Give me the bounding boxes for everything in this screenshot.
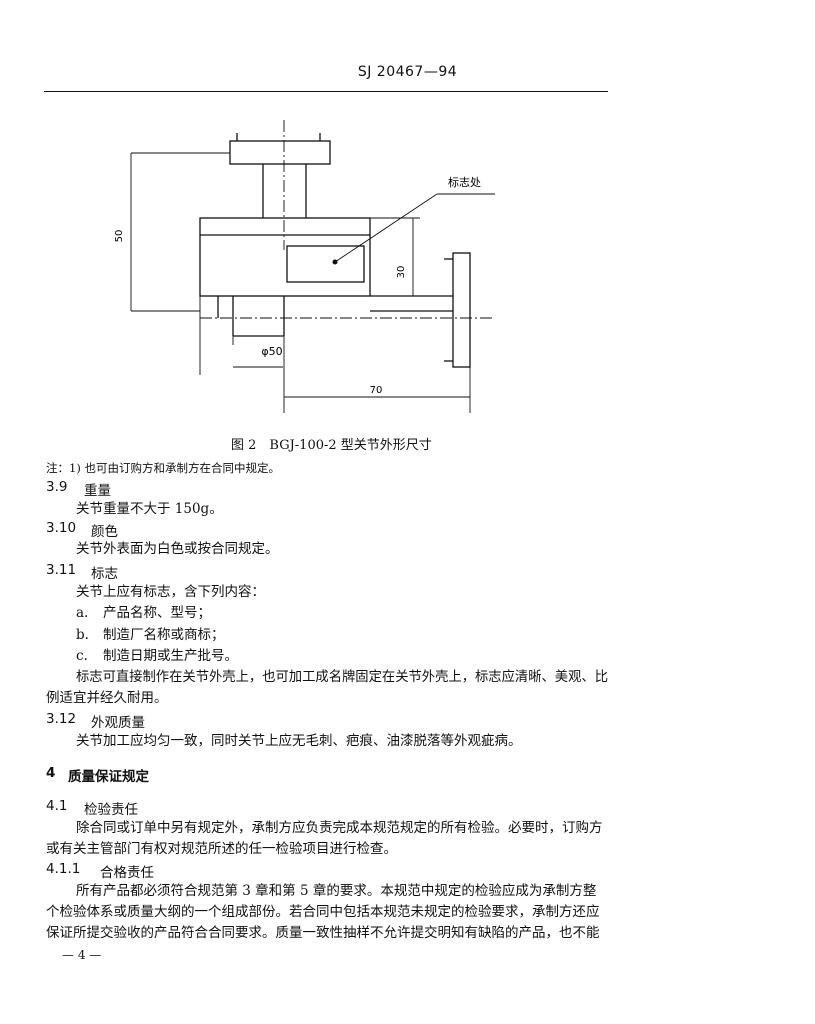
figure-note: 注：1) 也可由订购方和承制方在合同中规定。 [46, 461, 280, 475]
list-item-text: 产品名称、型号； [103, 605, 211, 621]
section-3-11-intro: 关节上应有标志，含下列内容： [76, 584, 265, 600]
mark-location-label: 标志处 [448, 175, 481, 189]
mark-leader [334, 193, 438, 263]
document-number: SJ 20467—94 [357, 64, 458, 80]
dim30-label: 30 [396, 266, 407, 279]
section-4-1-1-title: 合格责任 [100, 865, 154, 881]
main-body [199, 217, 371, 297]
section-3-12-title: 外观质量 [91, 715, 145, 731]
page-number: — 4 — [62, 948, 102, 962]
section-4-title: 质量保证规定 [68, 769, 149, 785]
section-3-11-number: 3.11 [46, 562, 77, 578]
list-item-text: 制造日期或生产批号。 [103, 648, 238, 664]
section-3-9-number: 3.9 [46, 479, 68, 495]
section-3-10-body: 关节外表面为白色或按合同规定。 [76, 541, 279, 557]
header-rule [44, 91, 608, 92]
mark-leader-dot [332, 259, 338, 265]
section-4-1-line: 除合同或订单中另有规定外，承制方应负责完成本规范规定的所有检验。必要时，订购方 [76, 820, 603, 836]
section-3-12-number: 3.12 [46, 711, 77, 727]
list-item-letter: c. [76, 648, 88, 664]
list-item-letter: b. [76, 627, 89, 643]
dim50-label: 50 [114, 230, 125, 243]
section-3-10-number: 3.10 [46, 520, 77, 536]
top-flange [229, 140, 331, 165]
section-4-1-1-number: 4.1.1 [46, 861, 81, 877]
section-3-11-title: 标志 [91, 566, 118, 582]
figure-caption: 图 2 BGJ-100-2 型关节外形尺寸 [231, 438, 432, 453]
dim-phi50-label: φ50 [261, 345, 282, 358]
mark-plate [286, 245, 365, 283]
section-3-10-title: 颜色 [91, 524, 118, 540]
section-4-1-1-line: 所有产品都必须符合规范第 3 章和第 5 章的要求。本规范中规定的检验应成为承制… [76, 883, 597, 899]
section-4-1-title: 检验责任 [84, 802, 138, 818]
section-4-number: 4 [46, 765, 56, 781]
section-3-11-paragraph-line: 例适宜并经久耐用。 [46, 690, 168, 706]
right-flange [452, 252, 471, 368]
section-4-1-number: 4.1 [46, 798, 68, 814]
dim70-label: 70 [370, 385, 383, 396]
section-4-1-1-line: 保证所提交验收的产品符合合同要求。质量一致性抽样不允许提交明知有缺陷的产品，也不… [46, 925, 600, 941]
section-3-12-body: 关节加工应均匀一致，同时关节上应无毛刺、疤痕、油漆脱落等外观疵病。 [76, 733, 522, 749]
section-3-11-paragraph-line: 标志可直接制作在关节外壳上，也可加工成名牌固定在关节外壳上，标志应清晰、美观、比 [76, 669, 609, 685]
list-item-text: 制造厂名称或商标； [103, 627, 225, 643]
section-3-9-body: 关节重量不大于 150g。 [76, 501, 223, 517]
section-3-9-title: 重量 [84, 483, 111, 499]
figure-2-drawing: 50 30 φ50 70 标志处 [114, 120, 495, 413]
section-4-1-line: 或有关主管部门有权对规范所述的任一检验项目进行检查。 [46, 841, 397, 857]
list-item-letter: a. [76, 605, 89, 621]
section-4-1-1-line: 个检验体系或质量大纲的一个组成部份。若合同中包括本规范未规定的检验要求，承制方还… [46, 904, 600, 920]
